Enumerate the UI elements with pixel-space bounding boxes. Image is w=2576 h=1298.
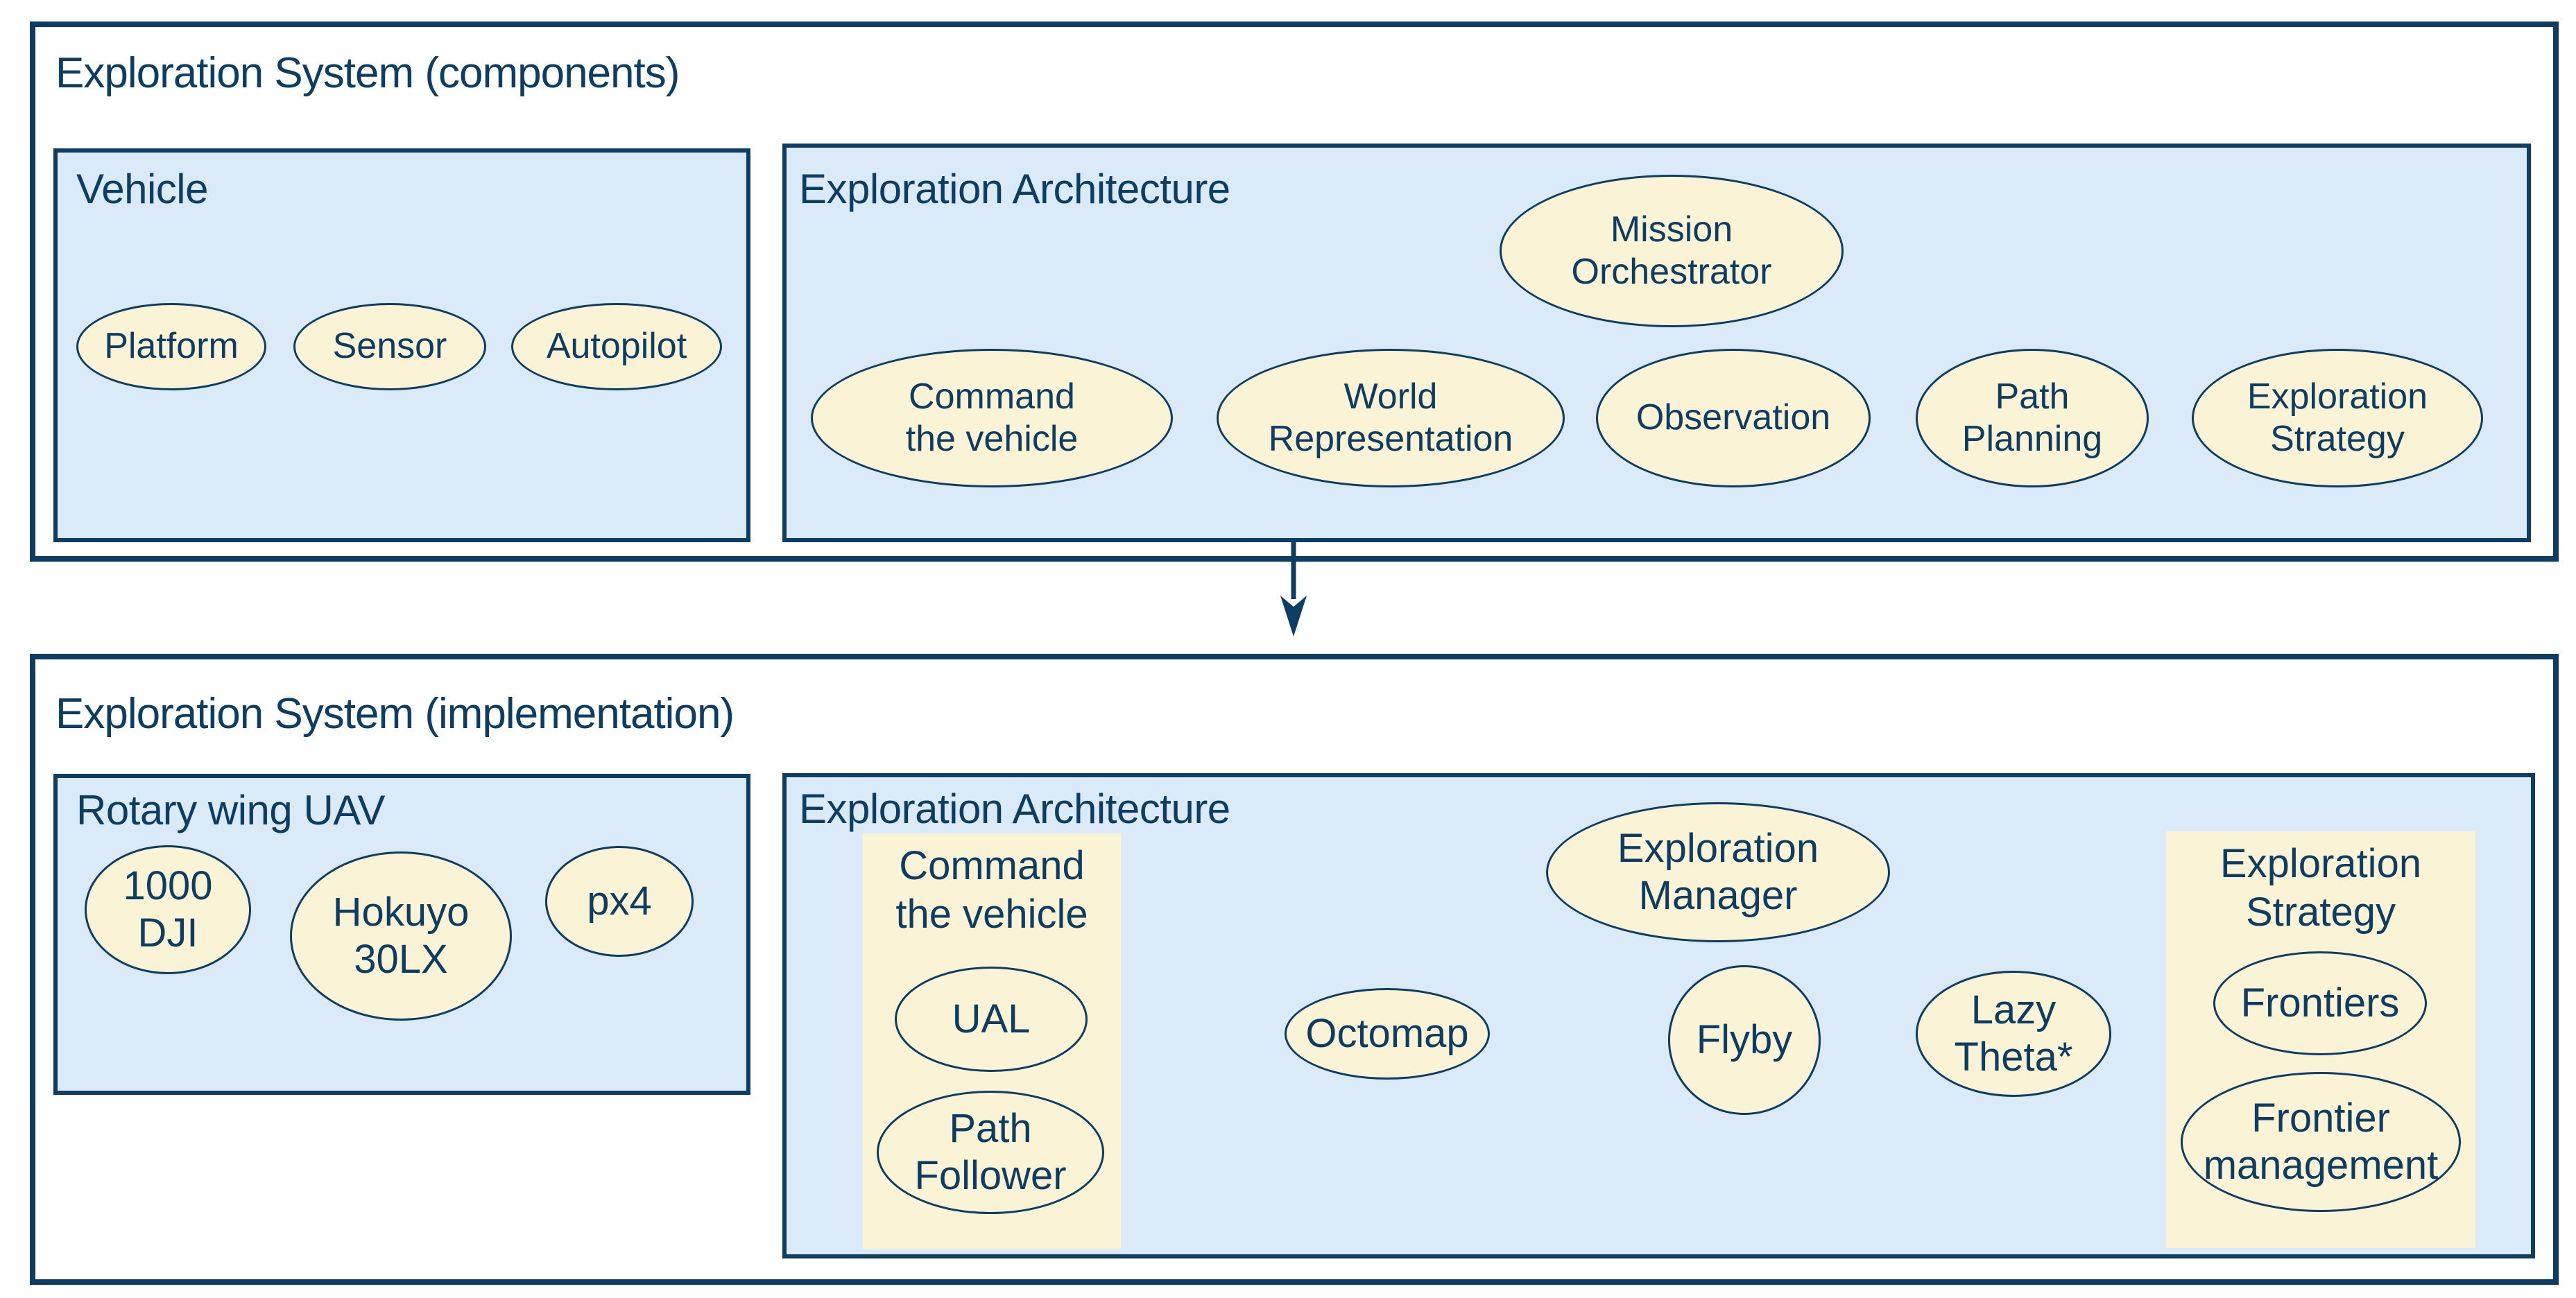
node-path-follower: Path Follower (877, 1091, 1104, 1214)
node-exploration-manager: Exploration Manager (1546, 802, 1890, 942)
node-world-representation: World Representation (1217, 349, 1565, 487)
vehicle-box-label: Vehicle (76, 166, 208, 212)
node-ual: UAL (895, 967, 1088, 1072)
components-to-implementation-arrow-icon (1280, 541, 1307, 637)
node-octomap: Octomap (1285, 988, 1490, 1080)
node-frontier-management: Frontier management (2181, 1072, 2461, 1212)
architecture-components-label: Exploration Architecture (799, 166, 1230, 212)
implementation-system-title: Exploration System (implementation) (55, 690, 735, 738)
node-px4: px4 (545, 846, 694, 957)
node-mission-orchestrator: Mission Orchestrator (1500, 175, 1844, 327)
command-the-vehicle-group-label: Command the vehicle (895, 843, 1088, 937)
node-platform: Platform (76, 303, 266, 390)
node-exploration-strategy: Exploration Strategy (2192, 349, 2483, 487)
node-command-the-vehicle: Command the vehicle (811, 349, 1173, 487)
node-1000-dji: 1000 DJI (85, 845, 251, 974)
exploration-strategy-group-label: Exploration Strategy (2219, 841, 2422, 935)
node-sensor: Sensor (293, 303, 486, 390)
node-hokuyo-30lx: Hokuyo 30LX (290, 851, 512, 1021)
components-system-title: Exploration System (components) (55, 49, 680, 97)
rotary-wing-uav-label: Rotary wing UAV (76, 787, 385, 833)
architecture-implementation-label: Exploration Architecture (799, 786, 1230, 832)
node-flyby: Flyby (1668, 965, 1821, 1115)
node-path-planning: Path Planning (1916, 349, 2149, 487)
node-autopilot: Autopilot (511, 303, 722, 390)
node-lazy-theta-star: Lazy Theta* (1916, 971, 2111, 1097)
node-observation: Observation (1596, 349, 1871, 487)
node-frontiers: Frontiers (2213, 951, 2427, 1055)
